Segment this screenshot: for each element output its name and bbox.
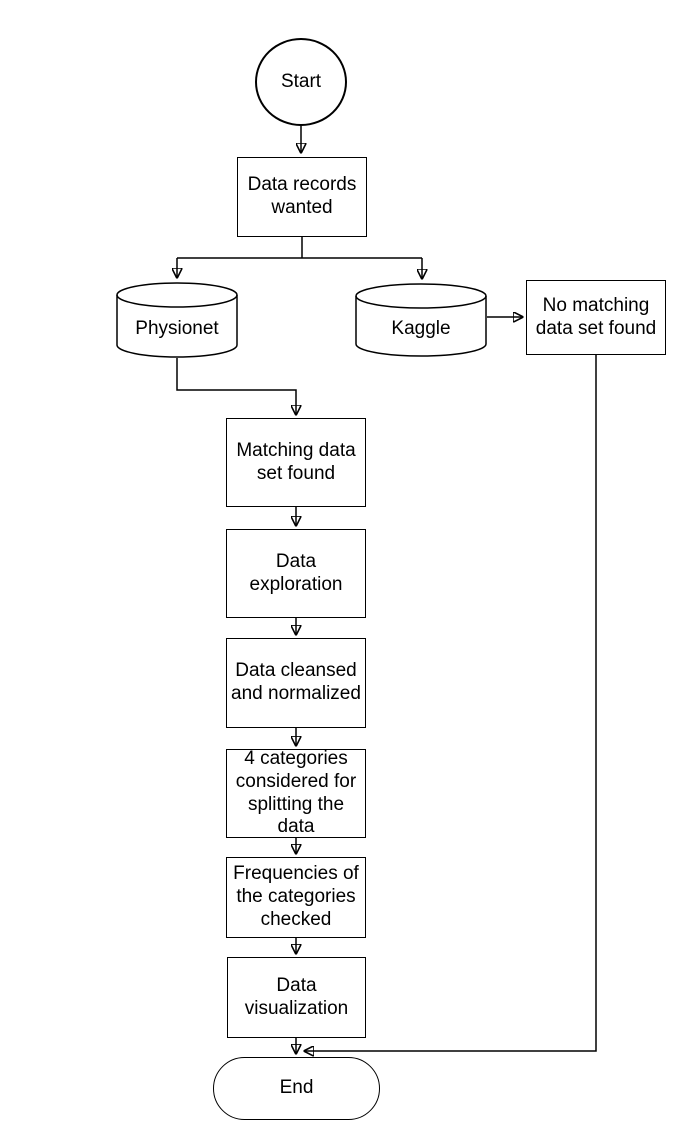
- node-no-matching-data-set-found: No matching data set found: [526, 280, 666, 355]
- node-frequencies-of-categories-checked: Frequencies of the categories checked: [226, 857, 366, 938]
- node-end: End: [213, 1057, 380, 1120]
- node-physionet-label: Physionet: [135, 317, 219, 339]
- node-data-exploration-label: Data exploration: [249, 550, 343, 595]
- cylinder-icon: [116, 282, 238, 358]
- node-data-visualization: Data visualization: [227, 957, 366, 1038]
- node-data-exploration: Data exploration: [226, 529, 366, 618]
- node-kaggle-label: Kaggle: [391, 317, 451, 339]
- node-four-categories-considered: 4 categories considered for splitting th…: [226, 747, 366, 838]
- node-data-records-wanted: Data records wanted: [237, 157, 367, 237]
- node-data-visualization-label: Data visualization: [244, 974, 349, 1019]
- node-start-label: Start: [280, 70, 322, 92]
- node-data-cleansed-and-normalized: Data cleansed and normalized: [226, 638, 366, 728]
- node-matching-data-set-found: Matching data set found: [226, 418, 366, 507]
- node-data-cleansed-label: Data cleansed and normalized: [231, 660, 361, 704]
- cylinder-icon: [355, 283, 487, 357]
- node-kaggle-database: Kaggle: [355, 283, 487, 357]
- node-no-matching-label: No matching data set found: [535, 294, 657, 339]
- node-physionet-database: Physionet: [116, 282, 238, 358]
- node-data-records-wanted-label: Data records wanted: [247, 174, 357, 218]
- node-four-categories-label: 4 categories considered for splitting th…: [235, 747, 357, 838]
- node-matching-label: Matching data set found: [236, 439, 356, 484]
- edge-physionet-to-matching: [176, 358, 296, 415]
- node-frequencies-label: Frequencies of the categories checked: [233, 863, 359, 930]
- node-end-label: End: [279, 1077, 314, 1099]
- node-start: Start: [255, 38, 347, 126]
